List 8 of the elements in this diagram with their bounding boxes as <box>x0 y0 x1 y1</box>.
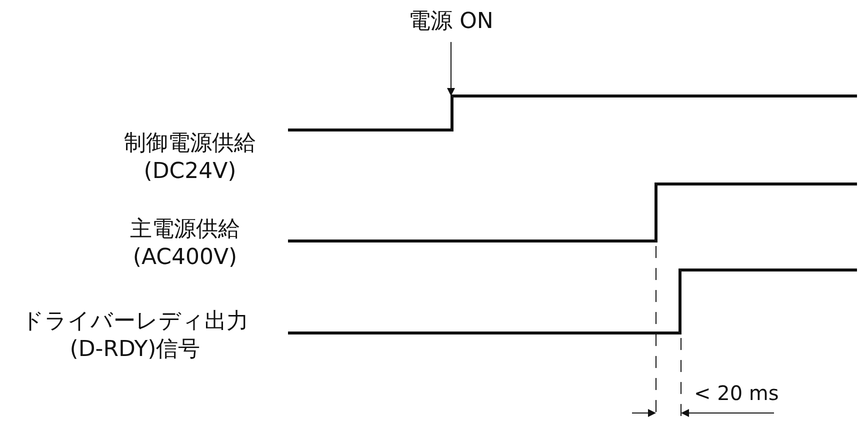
signal-waveform <box>288 268 857 334</box>
signal-waveform <box>288 182 857 242</box>
signal-name: 主電源供給 (AC400V) <box>129 216 241 272</box>
signal-waveform <box>288 94 857 132</box>
signal-name: 制御電源供給 (DC24V) <box>123 130 257 186</box>
signal-event-label: 電源 ON <box>408 9 494 34</box>
signal-name: ドライバーレディ出力 (D-RDY)信号 <box>20 308 250 364</box>
arrow <box>447 42 455 96</box>
